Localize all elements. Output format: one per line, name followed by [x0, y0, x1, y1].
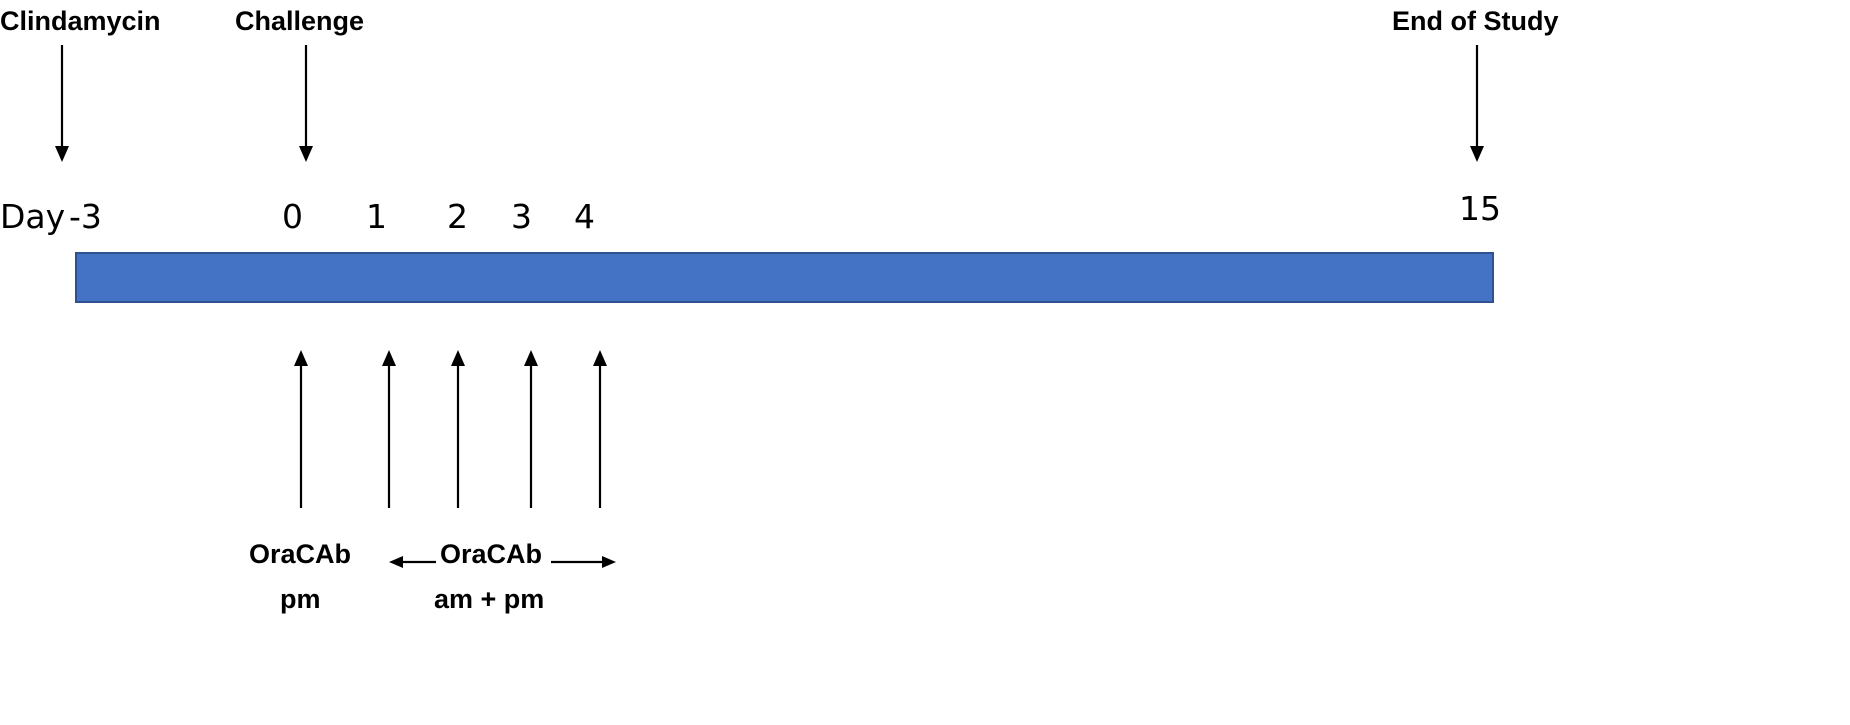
challenge-label: Challenge: [235, 6, 364, 36]
first-dose-label-line1: OraCAb: [249, 539, 351, 569]
dose-arrow-day2-icon: [451, 350, 465, 508]
subsequent-dose-label-line1: OraCAb: [440, 539, 542, 569]
dose-arrow-day1-icon: [382, 350, 396, 508]
clindamycin-arrow-icon: [55, 45, 69, 162]
clindamycin-label: Clindamycin: [0, 6, 161, 36]
day-label-15: 15: [1459, 189, 1501, 228]
day-label-3: 3: [511, 197, 532, 236]
day-label-4: 4: [574, 197, 595, 236]
day-label-minus3: -3: [69, 197, 102, 236]
dose-arrow-day4-icon: [593, 350, 607, 508]
dosing-range-arrow-icon: [389, 556, 616, 568]
end-of-study-arrow-icon: [1470, 45, 1484, 162]
challenge-arrow-icon: [299, 45, 313, 162]
day-label-0: 0: [282, 197, 303, 236]
first-dose-label-line2: pm: [280, 584, 321, 614]
day-label-2: 2: [447, 197, 468, 236]
dose-arrow-day0-icon: [294, 350, 308, 508]
subsequent-dose-label-line2: am + pm: [434, 584, 544, 614]
day-prefix-label: Day: [0, 197, 65, 236]
timeline-bar: [75, 252, 1494, 303]
day-label-1: 1: [366, 197, 387, 236]
end-of-study-label: End of Study: [1392, 6, 1558, 36]
dose-arrow-day3-icon: [524, 350, 538, 508]
